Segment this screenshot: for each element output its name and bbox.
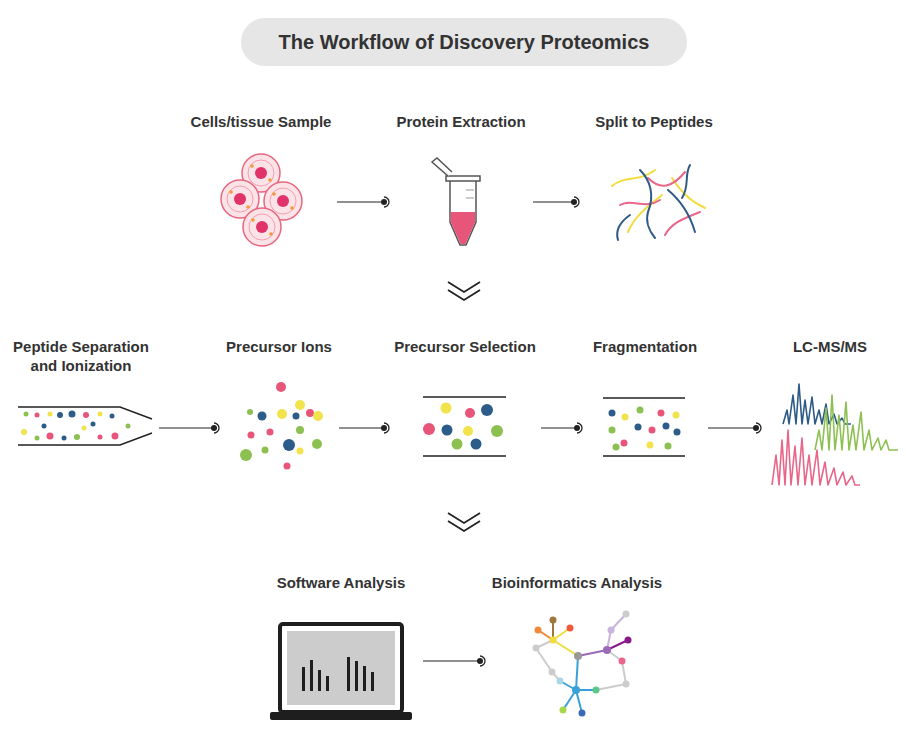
arrow-dot: [753, 425, 759, 431]
network-icon: [533, 611, 632, 717]
step-node: LC-MS/MS: [761, 337, 899, 487]
arrow-arc: [756, 423, 761, 433]
arrow-arc: [577, 423, 582, 433]
arrow-dot: [571, 199, 577, 205]
connector-line: [541, 427, 577, 428]
arrow-arc: [574, 197, 579, 207]
connector-line: [339, 427, 384, 428]
arrow-arc: [480, 656, 485, 666]
arrow-arc: [384, 423, 389, 433]
flow-connector: [541, 423, 582, 433]
step-label: Precursor Selection: [389, 337, 541, 356]
connector-line: [533, 201, 574, 202]
arrow-dot: [477, 658, 483, 664]
step-node: Protein Extraction: [389, 112, 533, 252]
step-label: Precursor Ions: [219, 337, 339, 356]
capillary-icon: [18, 407, 152, 445]
flow-connector: [337, 197, 389, 207]
step-node: Peptide Separation and Ionization: [3, 337, 159, 487]
arrow-arc: [214, 423, 219, 433]
peptides-icon: [612, 165, 705, 240]
tube-icon: [432, 158, 480, 245]
chevrons: [448, 282, 480, 531]
cells-icon: [221, 154, 302, 246]
step-node: Precursor Ions: [219, 337, 339, 487]
step-node: Cells/tissue Sample: [185, 112, 337, 252]
arrow-dot: [381, 425, 387, 431]
arrow-dot: [574, 425, 580, 431]
flow-connector: [159, 423, 219, 433]
connector-line: [423, 660, 480, 661]
fragmentation-band: [603, 398, 685, 456]
flow-connector: [533, 197, 579, 207]
ions-icon: [240, 382, 323, 470]
step-node: Split to Peptides: [579, 112, 729, 252]
step-label: Software Analysis: [259, 573, 423, 592]
step-label: Cells/tissue Sample: [185, 112, 337, 131]
step-label: LC-MS/MS: [761, 337, 899, 356]
selection-band: [423, 397, 506, 456]
flow-connector: [423, 656, 485, 666]
step-node: Precursor Selection: [389, 337, 541, 487]
spectra-icon: [772, 384, 898, 485]
connector-line: [159, 427, 214, 428]
flow-connector: [708, 423, 761, 433]
step-label: Fragmentation: [582, 337, 708, 356]
step-label: Split to Peptides: [579, 112, 729, 131]
flow-connector: [339, 423, 389, 433]
step-node: Software Analysis: [259, 573, 423, 723]
title: The Workflow of Discovery Proteomics: [241, 18, 687, 66]
connector-line: [337, 201, 384, 202]
arrow-dot: [381, 199, 387, 205]
step-label: Protein Extraction: [389, 112, 533, 131]
connector-line: [708, 427, 756, 428]
step-label: Bioinformatics Analysis: [485, 573, 669, 592]
title-pill: [241, 18, 687, 66]
arrow-arc: [384, 197, 389, 207]
step-node: Fragmentation: [582, 337, 708, 487]
laptop-icon: [270, 624, 412, 720]
arrow-dot: [211, 425, 217, 431]
step-label: Peptide Separation and Ionization: [3, 337, 159, 375]
step-node: Bioinformatics Analysis: [485, 573, 669, 723]
